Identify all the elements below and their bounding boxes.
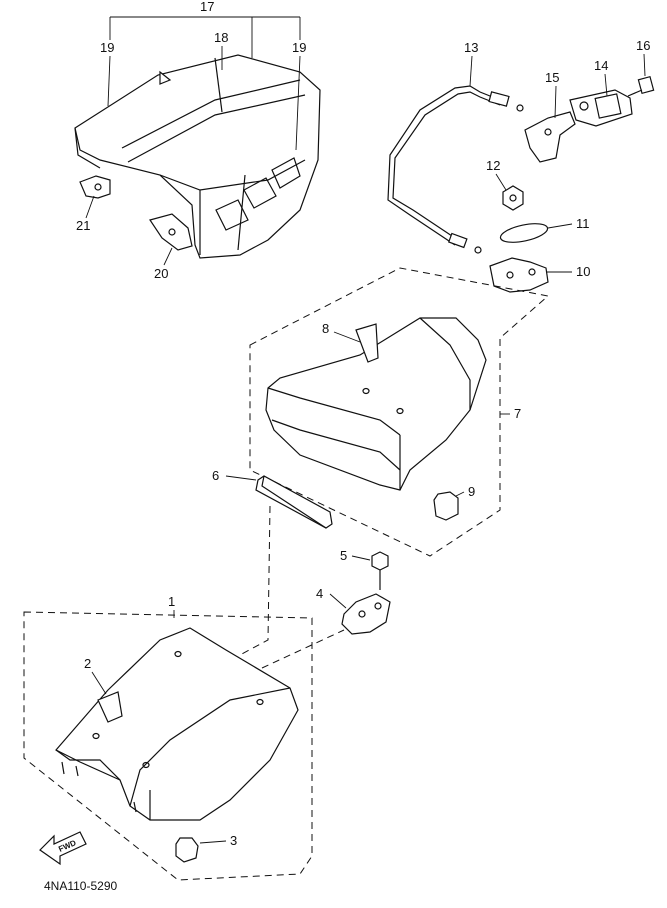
seat-lock-cable <box>387 85 524 254</box>
lock-cylinder-14 <box>569 89 633 127</box>
label-17: 17 <box>200 0 214 14</box>
label-5: 5 <box>340 548 347 563</box>
band-6 <box>255 475 333 529</box>
damper-9 <box>433 491 459 521</box>
damper-3 <box>175 837 199 863</box>
label-13: 13 <box>464 40 478 55</box>
label-6: 6 <box>212 468 219 483</box>
label-19-left: 19 <box>100 40 114 55</box>
label-21: 21 <box>76 218 90 233</box>
label-14: 14 <box>594 58 608 73</box>
label-10: 10 <box>576 264 590 279</box>
label-16: 16 <box>636 38 650 53</box>
bracket-4 <box>341 593 391 635</box>
label-3: 3 <box>230 833 237 848</box>
seat-cowl <box>74 54 321 259</box>
bolt-5 <box>371 551 389 590</box>
label-1: 1 <box>168 594 175 609</box>
label-20: 20 <box>154 266 168 281</box>
label-15: 15 <box>545 70 559 85</box>
nut-12 <box>502 185 524 211</box>
rear-seat <box>265 317 487 491</box>
front-seat <box>55 627 299 821</box>
label-7: 7 <box>514 406 521 421</box>
label-18: 18 <box>214 30 228 45</box>
fwd-arrow-icon: FWD <box>39 831 87 866</box>
screw-16 <box>627 75 655 97</box>
diagram-code: 4NA110-5290 <box>44 879 117 893</box>
hook-10 <box>489 257 549 293</box>
label-9: 9 <box>468 484 475 499</box>
bracket-20 <box>149 213 193 251</box>
label-19-right: 19 <box>292 40 306 55</box>
label-12: 12 <box>486 158 500 173</box>
label-11: 11 <box>576 216 590 231</box>
group-1-outline <box>23 611 313 881</box>
plate-11 <box>499 223 549 243</box>
bracket-21 <box>79 175 111 199</box>
label-2: 2 <box>84 656 91 671</box>
lock-bracket-15 <box>524 111 576 163</box>
label-8: 8 <box>322 321 329 336</box>
label-4: 4 <box>316 586 323 601</box>
